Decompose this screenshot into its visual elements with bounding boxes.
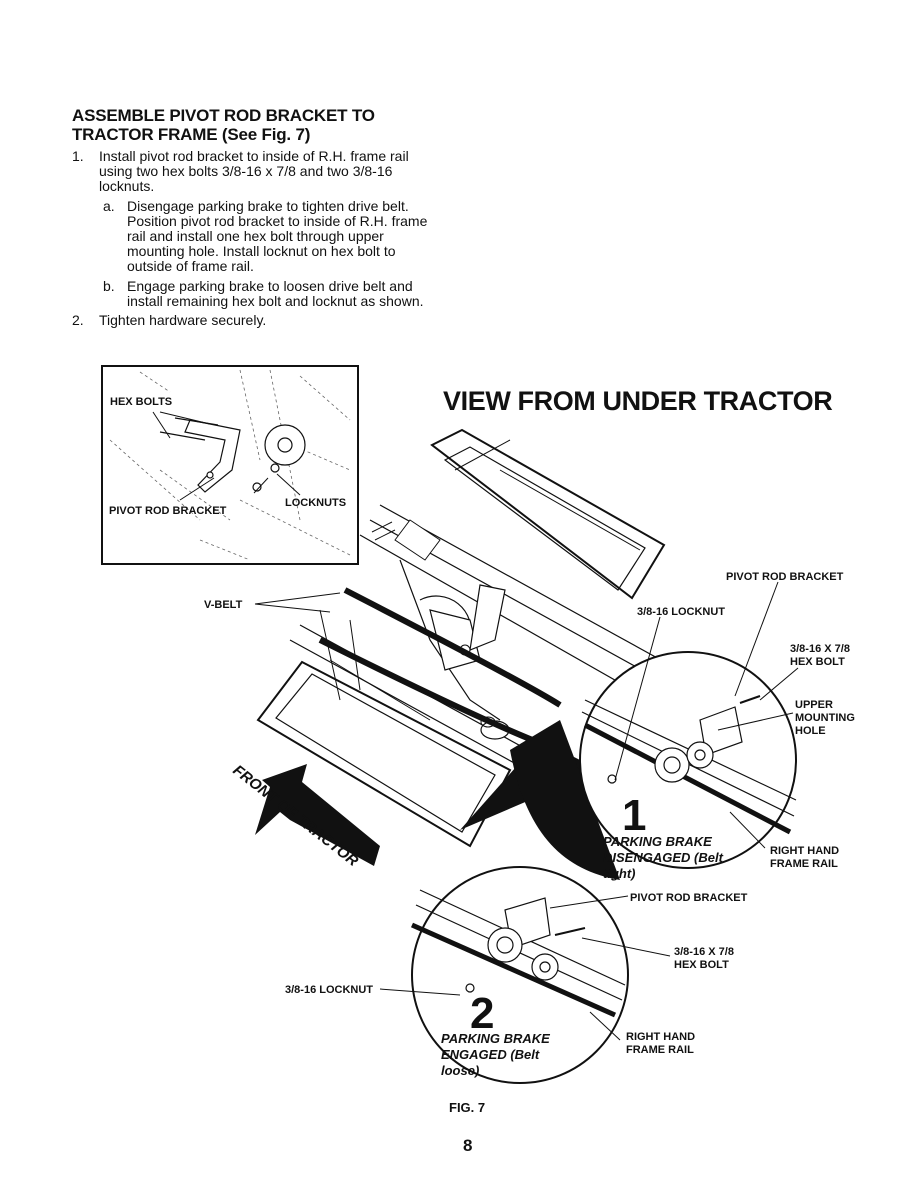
instruction-steps: 1. Install pivot rod bracket to inside o… (72, 149, 462, 332)
inset-detail: HEX BOLTS LOCKNUTS PIVOT ROD BRACKET (101, 365, 359, 565)
heading-line-2: TRACTOR FRAME (See Fig. 7) (72, 125, 311, 144)
step-text: Install pivot rod bracket to inside of R… (99, 148, 409, 194)
substep-a: a. Disengage parking brake to tighten dr… (99, 199, 462, 274)
section-heading: ASSEMBLE PIVOT ROD BRACKET TO TRACTOR FR… (72, 106, 472, 144)
substep-letter: a. (103, 198, 115, 214)
upper-mounting-label-1: UPPER (795, 699, 833, 711)
heading-line-1: ASSEMBLE PIVOT ROD BRACKET TO (72, 106, 375, 125)
step-number: 1. (72, 148, 84, 164)
callout-2-circle: 2 PARKING BRAKE ENGAGED (Belt loose) (410, 866, 629, 1084)
callout-2-number: 2 (470, 989, 494, 1038)
callout-1-line-2: DISENGAGED (Belt (603, 850, 724, 865)
tractor-underside (256, 428, 671, 880)
figure-caption: FIG. 7 (449, 1100, 486, 1115)
locknut-top-label: 3/8-16 LOCKNUT (637, 606, 725, 618)
callout-1-line-1: PARKING BRAKE (603, 834, 712, 849)
step-1: 1. Install pivot rod bracket to inside o… (72, 149, 462, 309)
callout-1-circle: 1 PARKING BRAKE DISENGAGED (Belt tight) (579, 651, 797, 881)
leader-lines (254, 581, 799, 1041)
substep-letter: b. (103, 278, 115, 294)
right-hand-label-2: RIGHT HAND (626, 1031, 695, 1043)
hex-bolt-top-label-1: 3/8-16 X 7/8 (790, 643, 850, 655)
step-number: 2. (72, 312, 84, 328)
frame-rail-label-2: FRAME RAIL (626, 1044, 694, 1056)
callout-1-number: 1 (622, 791, 646, 840)
callout-1-line-3: tight) (603, 866, 635, 881)
hex-bolt-top-label-2: HEX BOLT (790, 656, 845, 668)
step-text: Tighten hardware securely. (99, 312, 267, 328)
hex-bolt-bottom-label-1: 3/8-16 X 7/8 (674, 946, 734, 958)
substep-text: Disengage parking brake to tighten drive… (127, 198, 428, 274)
hex-bolt-bottom-label-2: HEX BOLT (674, 959, 729, 971)
v-belt-label: V-BELT (204, 599, 243, 611)
frame-rail-label-1: FRAME RAIL (770, 858, 838, 870)
upper-mounting-label-2: MOUNTING (795, 712, 855, 724)
substep-b: b. Engage parking brake to loosen drive … (99, 279, 462, 309)
callout-2-line-2: ENGAGED (Belt (441, 1047, 540, 1062)
upper-mounting-label-3: HOLE (795, 725, 826, 737)
step-2: 2. Tighten hardware securely. (72, 313, 462, 328)
right-hand-label-1: RIGHT HAND (770, 845, 839, 857)
locknut-bottom-label: 3/8-16 LOCKNUT (285, 984, 373, 996)
inset-hex-bolts-label: HEX BOLTS (110, 396, 172, 408)
substep-text: Engage parking brake to loosen drive bel… (127, 278, 424, 309)
callout-labels: V-BELT PIVOT ROD BRACKET 3/8-16 LOCKNUT … (204, 571, 855, 1056)
callout-2-line-1: PARKING BRAKE (441, 1031, 550, 1046)
pivot-rod-bracket-bottom-label: PIVOT ROD BRACKET (630, 892, 748, 904)
inset-pivot-rod-bracket-label: PIVOT ROD BRACKET (109, 505, 227, 517)
view-title: VIEW FROM UNDER TRACTOR (443, 386, 833, 416)
pivot-rod-bracket-top-label: PIVOT ROD BRACKET (726, 571, 844, 583)
callout-2-line-3: loose) (441, 1063, 479, 1078)
page-number: 8 (463, 1136, 473, 1155)
inset-locknuts-label: LOCKNUTS (285, 497, 346, 509)
